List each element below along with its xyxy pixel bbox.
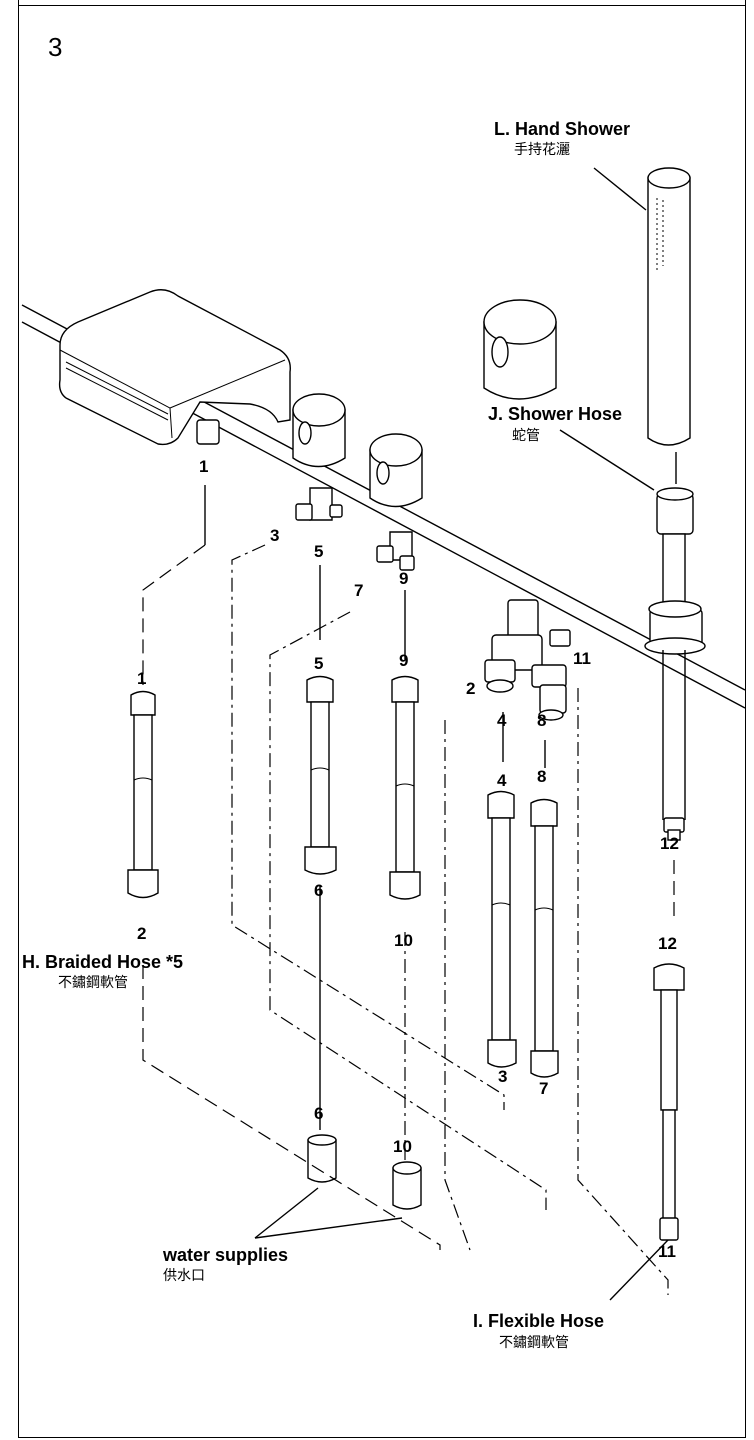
water-supplies-sublabel: 供水口 <box>163 1267 205 1283</box>
number-hose5-bottom: 7 <box>539 1079 549 1098</box>
number-diverter-outlet-a: 4 <box>497 711 507 730</box>
number-hose4-bottom: 3 <box>498 1067 508 1086</box>
water-supply-right <box>392 1161 422 1210</box>
diagram-frame <box>18 0 746 1438</box>
braided-hose-4 <box>487 790 517 1068</box>
braided-hose-label: H. Braided Hose *5 <box>22 952 184 972</box>
number-flex-top: 12 <box>658 934 677 953</box>
number-shower-hose-bottom: 12 <box>660 834 679 853</box>
number-hose2-top: 5 <box>314 654 324 673</box>
number-valve1-left: 3 <box>270 526 280 545</box>
hand-shower-sublabel: 手持花灑 <box>514 141 570 157</box>
flexible-hose-label: I. Flexible Hose <box>473 1311 605 1331</box>
diverter-handle <box>483 299 571 721</box>
number-diverter-left: 2 <box>466 679 476 698</box>
braided-hose-sublabel: 不鏽鋼軟管 <box>58 974 128 990</box>
number-diverter-outlet-b: 8 <box>537 711 547 730</box>
flexible-hose-sublabel: 不鏽鋼軟管 <box>499 1334 569 1350</box>
braided-hose-5 <box>530 798 559 1078</box>
number-hose1-bottom: 2 <box>137 924 147 943</box>
valve-handle-2 <box>369 433 423 571</box>
number-diverter-right: 11 <box>573 649 591 668</box>
number-spout-outlet: 1 <box>199 457 209 476</box>
number-hose4-top: 4 <box>497 771 507 790</box>
number-valve1-outlet: 5 <box>314 542 324 561</box>
shower-hose-holder <box>644 487 706 841</box>
number-supply-right: 10 <box>393 1137 412 1156</box>
shower-hose-sublabel: 蛇管 <box>512 427 540 443</box>
number-hose3-bottom: 10 <box>394 931 413 950</box>
flexible-hose <box>653 963 685 1241</box>
number-hose1-top: 1 <box>137 669 147 688</box>
braided-hose-3 <box>389 675 421 900</box>
number-valve2-outlet: 9 <box>399 569 409 588</box>
number-flex-bottom: 11 <box>658 1242 676 1261</box>
waterfall-spout <box>58 289 291 446</box>
hand-shower <box>647 167 691 484</box>
water-supplies-label: water supplies <box>163 1245 289 1265</box>
number-hose3-top: 9 <box>399 651 409 670</box>
water-supply-left <box>307 1134 337 1183</box>
braided-hose-1 <box>127 690 159 899</box>
step-number: 3 <box>48 32 63 62</box>
valve-handle-1 <box>292 393 346 521</box>
number-valve2-left: 7 <box>354 581 364 600</box>
number-supply-left: 6 <box>314 1104 324 1123</box>
number-hose2-bottom: 6 <box>314 881 324 900</box>
connector-lines <box>142 167 675 1301</box>
hand-shower-label: L. Hand Shower <box>494 119 631 139</box>
number-hose5-top: 8 <box>537 767 547 786</box>
braided-hose-2 <box>304 675 337 875</box>
frame-top-border <box>18 5 746 6</box>
shower-hose-label: J. Shower Hose <box>488 404 623 424</box>
